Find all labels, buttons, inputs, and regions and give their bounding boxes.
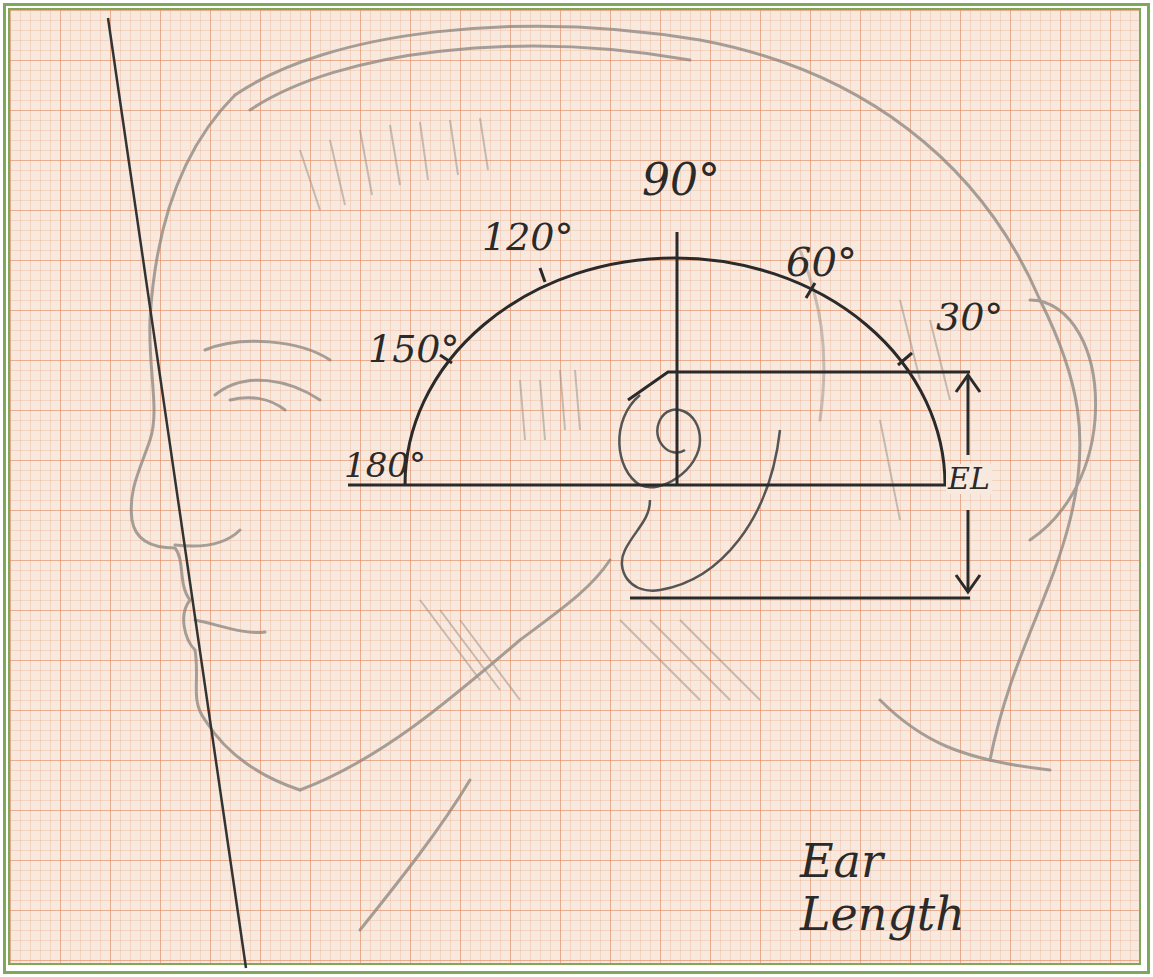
dimension-label: EL (946, 464, 992, 494)
angle-label: 180° (344, 448, 426, 482)
angle-label: 150° (368, 330, 460, 368)
angle-label: 90° (642, 158, 720, 202)
caption: Ear Length (800, 835, 1060, 941)
angle-label: 30° (936, 298, 1003, 336)
angle-label: 120° (482, 218, 574, 256)
angle-label: 60° (786, 242, 857, 282)
